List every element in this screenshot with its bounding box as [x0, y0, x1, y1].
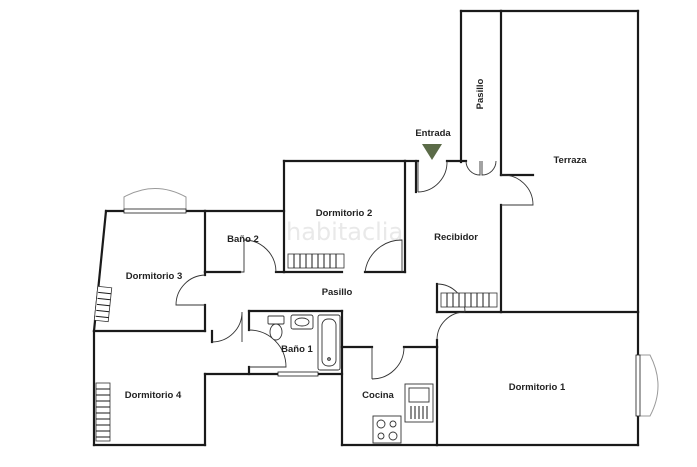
- radiator-icon: [287, 253, 345, 269]
- bathtub-icon: [317, 314, 341, 371]
- doors: [175, 160, 534, 380]
- fixtures: [93, 253, 498, 444]
- room-label-dormitorio-3: Dormitorio 3: [126, 271, 182, 282]
- windows: [123, 188, 659, 417]
- watermark: habitaclia: [286, 218, 403, 246]
- entrance-label: Entrada: [415, 128, 451, 139]
- room-label-dormitorio-1: Dormitorio 1: [509, 382, 566, 393]
- room-label-recibidor: Recibidor: [434, 232, 478, 243]
- room-label-dormitorio-4: Dormitorio 4: [125, 390, 182, 401]
- radiator-icon: [440, 292, 498, 308]
- room-label-terraza: Terraza: [553, 155, 587, 166]
- sink-icon: [290, 314, 314, 330]
- room-labels: Terraza Pasillo Dormitorio 2 Recibidor B…: [125, 78, 588, 401]
- radiator-icon: [95, 382, 111, 442]
- room-label-dormitorio-2: Dormitorio 2: [316, 208, 372, 219]
- kitchen-sink-icon: [404, 383, 434, 423]
- room-label-pasillo: Pasillo: [322, 287, 353, 298]
- toilet-icon: [267, 315, 285, 341]
- room-label-cocina: Cocina: [362, 390, 394, 401]
- entrance-arrow-icon: [422, 144, 442, 160]
- room-label-bano-2: Baño 2: [227, 234, 259, 245]
- stove-icon: [372, 415, 402, 444]
- room-label-pasillo-exterior: Pasillo: [475, 78, 486, 109]
- radiator-icon: [93, 285, 113, 323]
- room-label-bano-1: Baño 1: [281, 344, 313, 355]
